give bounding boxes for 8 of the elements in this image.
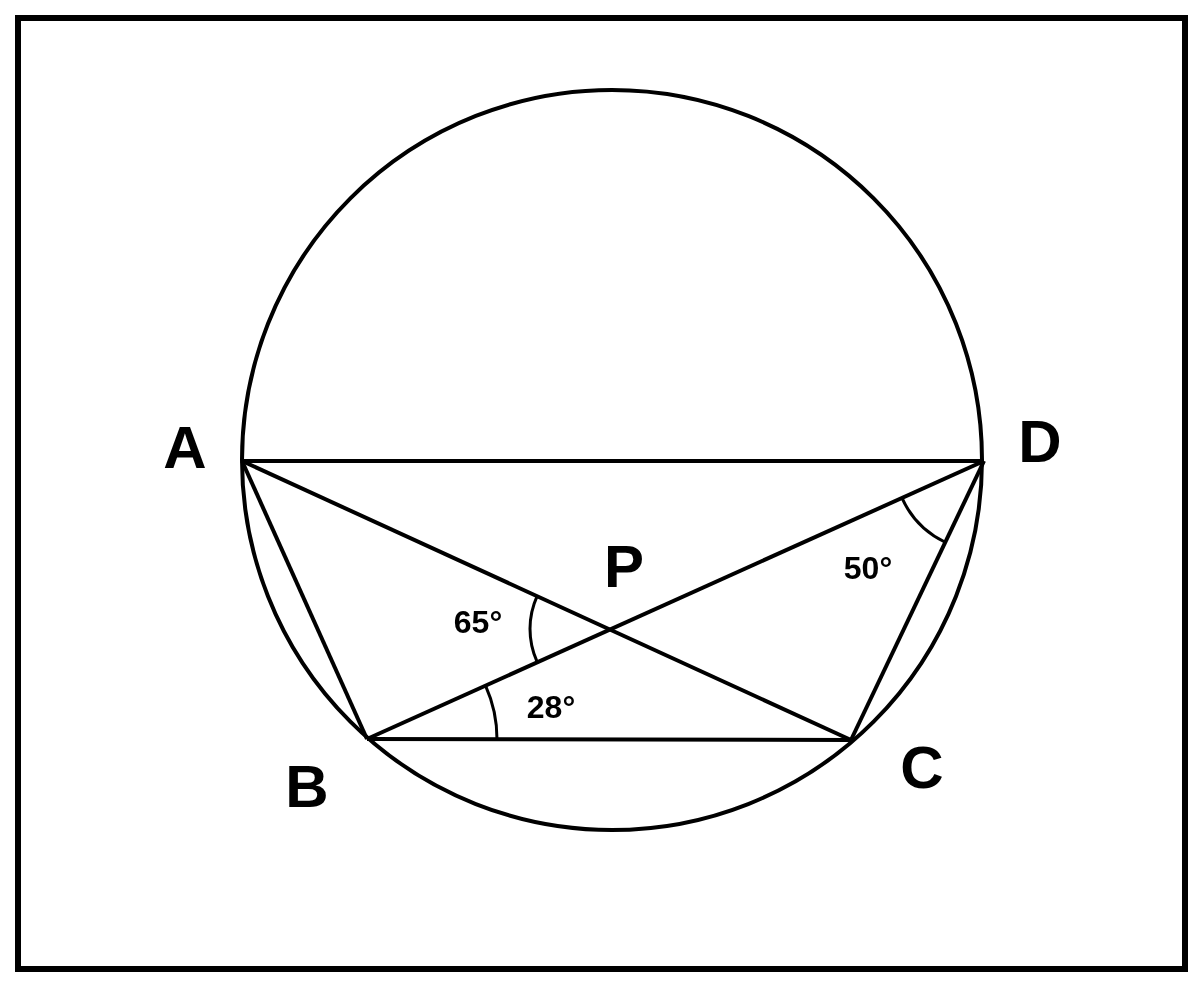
- point-label: D: [1018, 412, 1062, 472]
- point-label: B: [285, 757, 329, 817]
- angle-label: 65°: [453, 606, 503, 638]
- angle-label: 50°: [843, 552, 893, 584]
- point-label: C: [900, 738, 944, 798]
- angle-label: 28°: [526, 691, 576, 723]
- point-label: P: [604, 537, 644, 597]
- point-label: A: [163, 418, 207, 478]
